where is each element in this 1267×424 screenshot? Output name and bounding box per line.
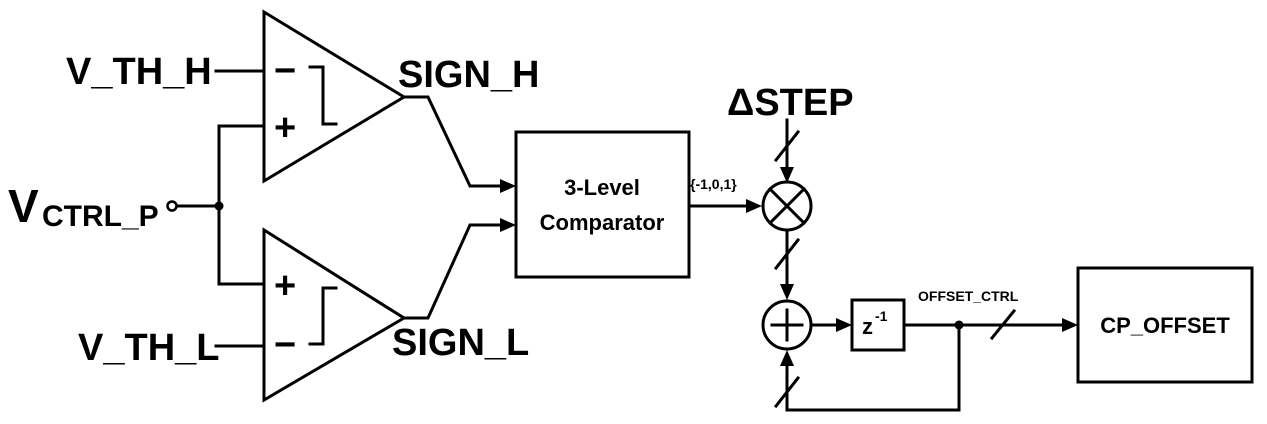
bus-slash-offset [989, 308, 1017, 341]
label-signl: SIGN_L [392, 322, 529, 364]
bus-slash-mult [773, 237, 801, 271]
delay-label-exponent: -1 [875, 308, 888, 324]
label-vthl: V_TH_L [78, 327, 219, 369]
bus-slash-feedback [773, 375, 801, 409]
input-terminal-vctrl [166, 200, 178, 212]
lower-plus-sign: + [274, 265, 296, 307]
wire-vctrl-bus [217, 124, 266, 286]
junction-offset [954, 320, 964, 330]
hysteresis-upper-icon [308, 65, 338, 126]
arrow-signh [500, 179, 516, 193]
arrow-signl [500, 218, 516, 232]
upper-minus-sign: − [274, 50, 296, 92]
multiplier-cross-b [767, 186, 807, 226]
three-level-label-line2: Comparator [540, 210, 665, 235]
cp-offset-block [1076, 266, 1254, 384]
three-level-comparator [514, 130, 691, 279]
label-vctrl: V [8, 180, 39, 232]
three-level-label-line1: 3-Level [564, 175, 640, 200]
delay-block [850, 298, 906, 352]
wire-signh [402, 95, 504, 188]
label-vctrl-subscript: CTRL_P [42, 200, 159, 233]
label-offset-ctrl: OFFSET_CTRL [918, 288, 1019, 304]
delay-label-base: z [862, 314, 873, 339]
label-vthh: V_TH_H [66, 51, 212, 93]
junction-vctrl [214, 201, 224, 211]
arrow-step [780, 167, 794, 183]
wire-signl [402, 223, 504, 320]
arrow-z-cp [1062, 318, 1078, 332]
hysteresis-lower-icon [308, 286, 338, 346]
label-delta-step: ΔSTEP [727, 82, 854, 124]
arrow-feedback [780, 350, 794, 366]
bus-slash-step [773, 129, 801, 163]
cp-offset-label: CP_OFFSET [1100, 313, 1230, 338]
lower-comparator [262, 227, 407, 403]
arrow-add-z [836, 318, 852, 332]
arrow-mult-add [780, 284, 794, 300]
upper-comparator [262, 9, 407, 184]
upper-plus-sign: + [274, 107, 296, 149]
arrow-comp-mult [746, 199, 762, 213]
label-signh: SIGN_H [398, 54, 539, 96]
label-comparator-output: {-1,0,1} [690, 176, 737, 192]
lower-minus-sign: − [274, 324, 296, 366]
wire-feedback [785, 323, 961, 412]
